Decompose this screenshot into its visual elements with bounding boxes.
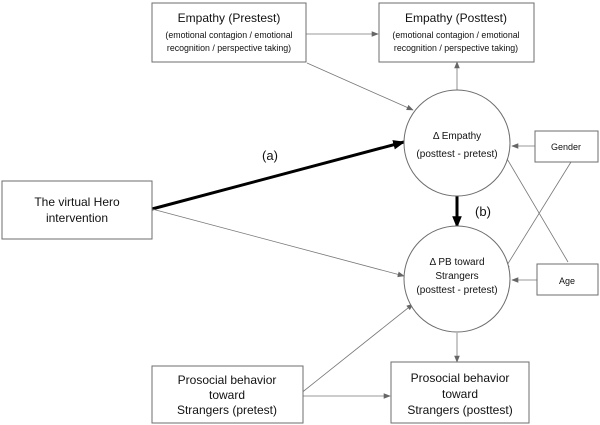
edge-hero-to-delta-pb <box>151 208 405 278</box>
delta-empathy-line-1: Δ Empathy <box>433 131 481 142</box>
edge-hero-to-delta-empathy <box>151 140 406 211</box>
node-pb-posttest: Prosocial behavior toward Strangers (pos… <box>390 361 530 424</box>
pb-posttest-line-2: toward <box>442 387 478 401</box>
path-label-a: (a) <box>262 148 278 163</box>
delta-pb-line-3: (posttest - pretest) <box>416 285 497 296</box>
node-hero-intervention: The virtual Hero intervention <box>1 180 153 240</box>
path-label-b: (b) <box>475 204 491 219</box>
empathy-pretest-desc-1: (emotional contagion / emotional <box>165 30 292 40</box>
delta-empathy-line-2: (posttest - pretest) <box>416 149 497 160</box>
pb-pretest-line-2: toward <box>209 388 245 402</box>
edge-gender-to-delta-pb <box>503 161 572 271</box>
empathy-pretest-desc-2: recognition / perspective taking) <box>167 43 291 53</box>
edge-pb-pre-to-delta-pb <box>299 303 414 395</box>
node-age: Age <box>536 263 599 296</box>
edge-empathy-pre-to-delta-empathy <box>306 62 414 111</box>
node-empathy-posttest: Empathy (Posttest) (emotional contagion … <box>378 2 535 63</box>
empathy-posttest-title: Empathy (Posttest) <box>405 11 507 25</box>
edges <box>151 31 572 399</box>
gender-label: Gender <box>551 142 581 152</box>
edge-age-to-delta-empathy <box>502 151 569 263</box>
hero-intervention-line-2: intervention <box>46 211 108 225</box>
pb-pretest-line-3: Strangers (pretest) <box>177 403 277 417</box>
hero-intervention-line-1: The virtual Hero <box>34 195 120 209</box>
pb-posttest-line-1: Prosocial behavior <box>411 371 510 385</box>
node-pb-pretest: Prosocial behavior toward Strangers (pre… <box>151 365 304 424</box>
empathy-pretest-title: Empathy (Prestest) <box>178 11 281 25</box>
pb-posttest-line-3: Strangers (posttest) <box>407 403 512 417</box>
node-gender: Gender <box>534 130 599 163</box>
pb-pretest-line-1: Prosocial behavior <box>178 373 277 387</box>
empathy-posttest-desc-2: recognition / perspective taking) <box>394 43 518 53</box>
node-delta-pb: Δ PB toward Strangers (posttest - pretes… <box>403 225 511 333</box>
delta-pb-line-2: Strangers <box>435 271 478 282</box>
node-delta-empathy: Δ Empathy (posttest - pretest) <box>403 89 511 197</box>
age-label: Age <box>559 276 575 286</box>
node-empathy-pretest: Empathy (Prestest) (emotional contagion … <box>151 2 307 63</box>
empathy-posttest-desc-1: (emotional contagion / emotional <box>392 30 519 40</box>
delta-pb-line-1: Δ PB toward <box>429 257 484 268</box>
